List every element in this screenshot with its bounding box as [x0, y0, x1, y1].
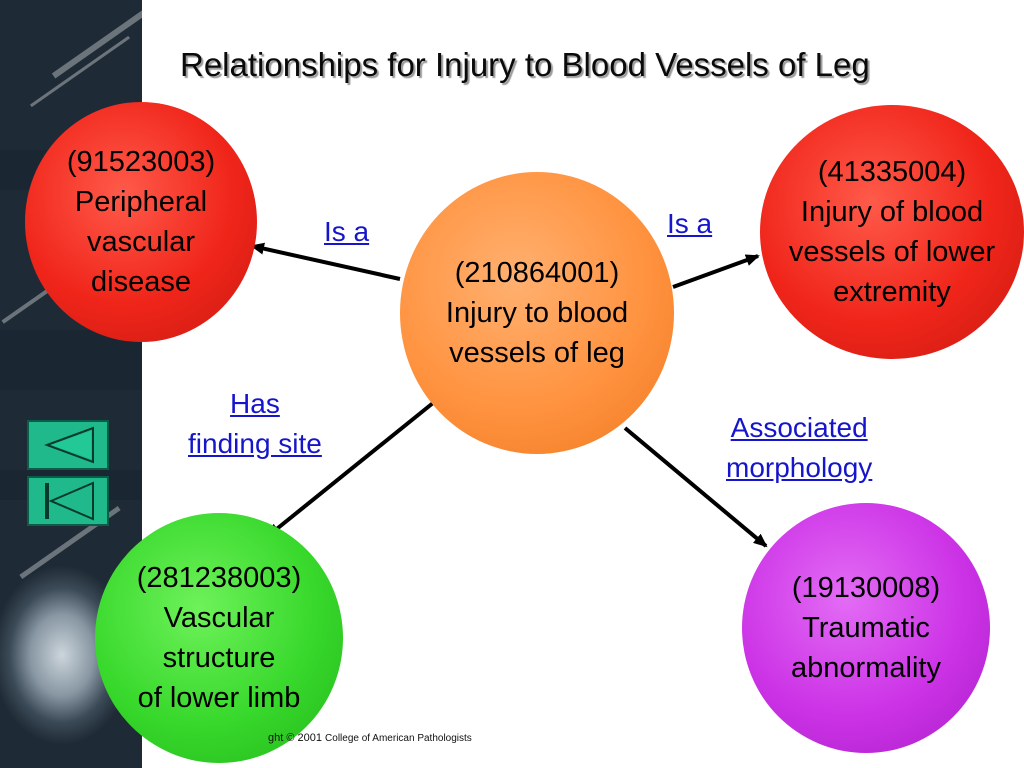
relation-associated-morphology[interactable]: Associated morphology	[726, 412, 873, 483]
first-slide-icon	[45, 481, 94, 521]
previous-icon	[44, 426, 94, 464]
relation-is-a-left[interactable]: Is a	[324, 216, 370, 247]
arrow-morphology	[623, 426, 768, 548]
arrow-is-a-right	[672, 254, 760, 289]
relation-has-finding-site[interactable]: Has finding site	[188, 388, 322, 459]
arrow-finding-site	[266, 401, 435, 538]
first-slide-button[interactable]	[27, 476, 109, 526]
node-traumatic-abnormality: (19130008) Traumatic abnormality	[742, 503, 990, 753]
previous-slide-button[interactable]	[27, 420, 109, 470]
node-injury-blood-vessels-leg: (210864001) Injury to blood vessels of l…	[400, 172, 674, 454]
node-vascular-structure-lower-limb: (281238003) Vascular structure of lower …	[95, 513, 343, 763]
copyright-footer: ght © 2001 College of American Pathologi…	[268, 732, 472, 744]
slide-title: Relationships for Injury to Blood Vessel…	[180, 46, 870, 83]
node-injury-blood-vessels-lower-extremity: (41335004) Injury of blood vessels of lo…	[760, 105, 1024, 359]
arrow-is-a-left	[250, 242, 401, 281]
node-peripheral-vascular-disease: (91523003) Peripheral vascular disease	[25, 102, 257, 342]
relation-is-a-right[interactable]: Is a	[667, 208, 713, 239]
